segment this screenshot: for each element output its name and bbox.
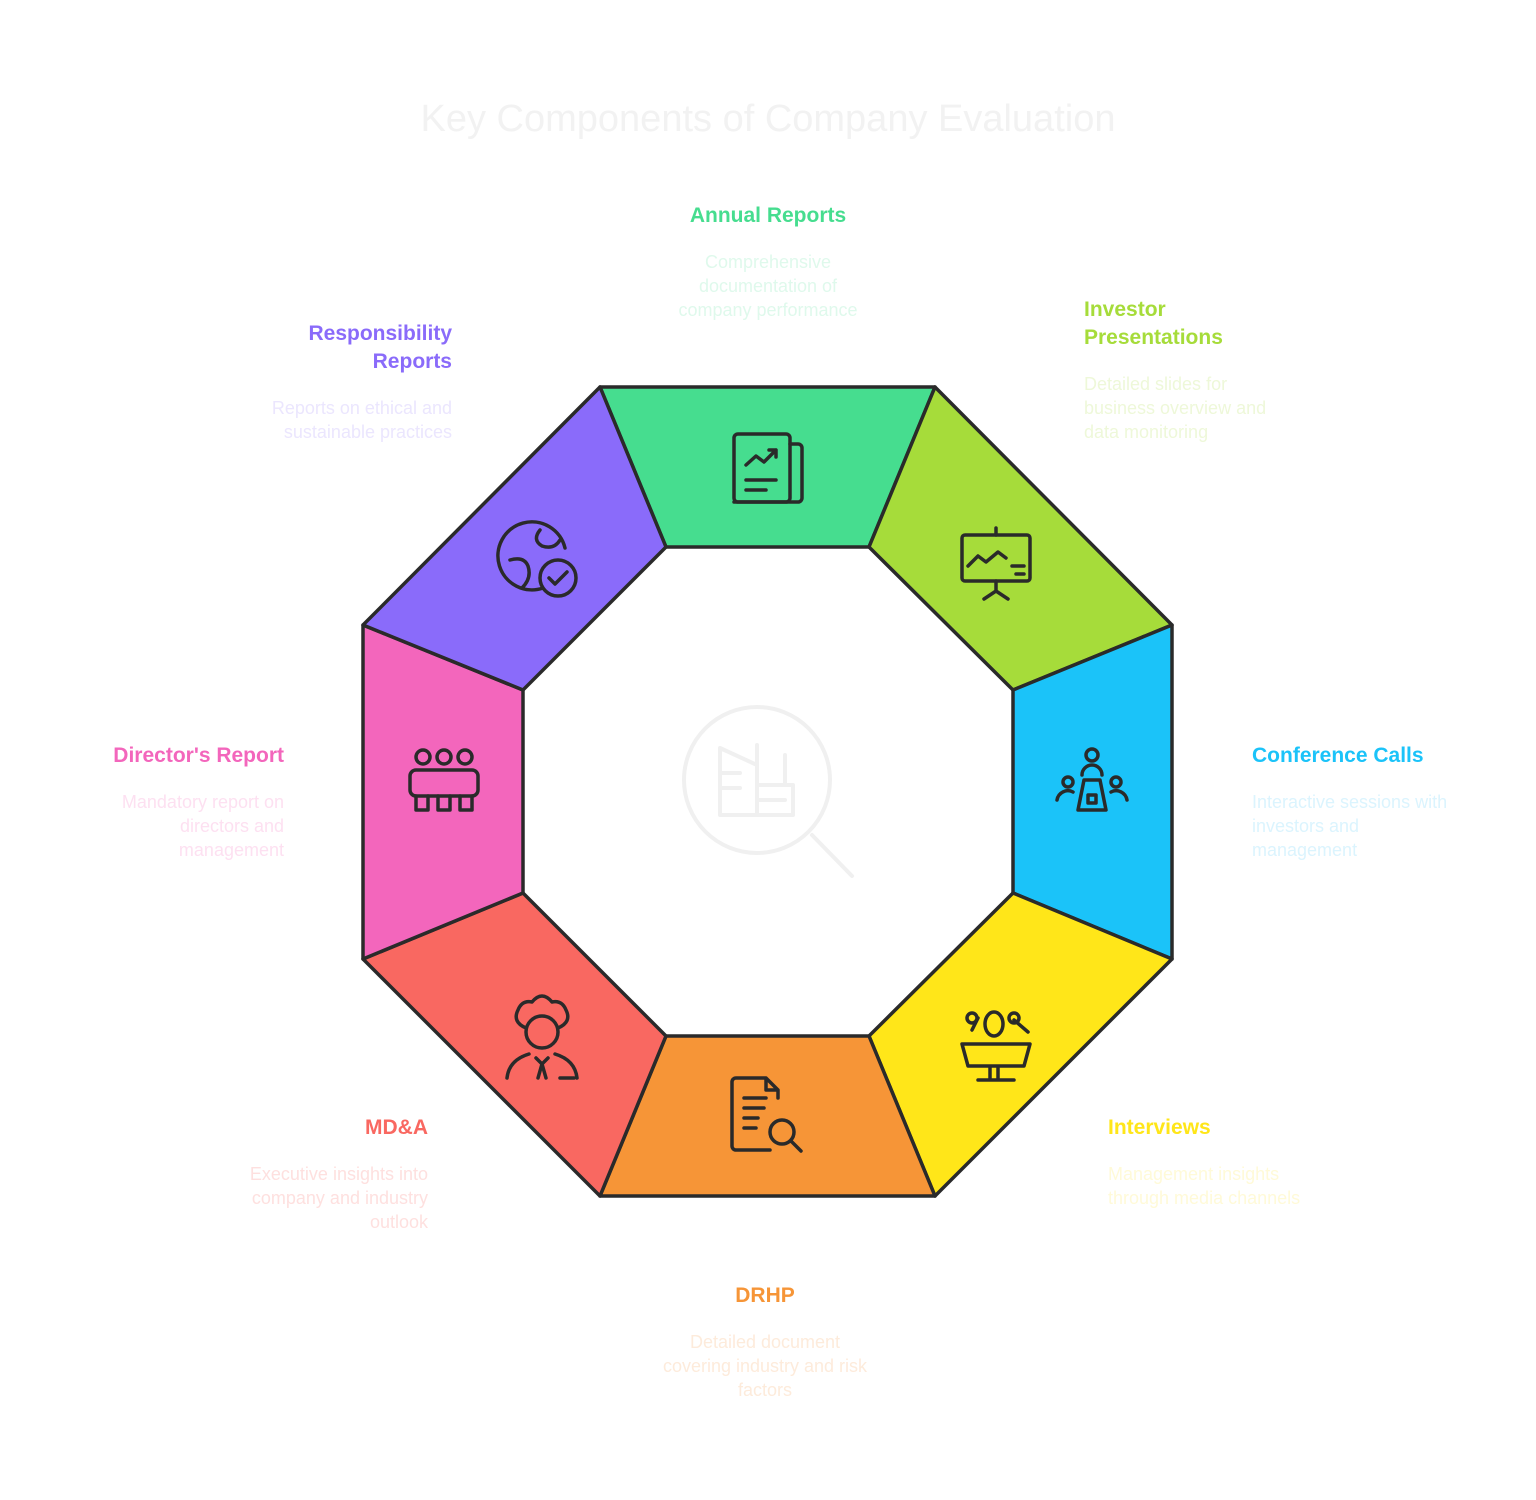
meeting-table-icon <box>1055 747 1129 812</box>
segment-title: Conference Calls <box>1252 744 1424 767</box>
board-members-icon <box>408 748 480 812</box>
segment-description: Management insights through media channe… <box>1108 1164 1301 1208</box>
segment-title: Director's Report <box>113 744 284 767</box>
executive-person-icon <box>505 994 579 1080</box>
segment-title: Interviews <box>1108 1116 1211 1139</box>
segment-responsibility-reports <box>361 385 668 692</box>
label-md-a: MD&A Executive insights into company and … <box>218 1114 428 1234</box>
segment-title: DRHP <box>735 1284 795 1307</box>
segment-description: Interactive sessions with investors and … <box>1252 792 1448 860</box>
segment-description: Mandatory report on directors and manage… <box>121 792 284 860</box>
segment-title: Investor Presentations <box>1084 298 1223 349</box>
segment-title: MD&A <box>365 1116 428 1139</box>
document-search-icon <box>730 1076 803 1153</box>
globe-check-icon <box>496 520 578 598</box>
center-icon <box>682 705 854 878</box>
segment-description: Comprehensive documentation of company p… <box>678 252 858 320</box>
podium-microphones-icon <box>960 1010 1032 1082</box>
report-chart-icon <box>732 432 804 504</box>
segment-description: Reports on ethical and sustainable pract… <box>271 398 452 442</box>
segment-description: Detailed slides for business overview an… <box>1084 374 1267 442</box>
segment-description: Executive insights into company and indu… <box>249 1164 428 1232</box>
presentation-board-icon <box>960 526 1032 601</box>
diagram-title: Key Components of Company Evaluation <box>420 98 1116 140</box>
segment-title: Responsibility Reports <box>308 322 452 373</box>
segment-title: Annual Reports <box>689 204 847 227</box>
label-drhp: DRHP Detailed document covering industry … <box>660 1282 870 1402</box>
segment-description: Detailed document covering industry and … <box>662 1332 868 1400</box>
